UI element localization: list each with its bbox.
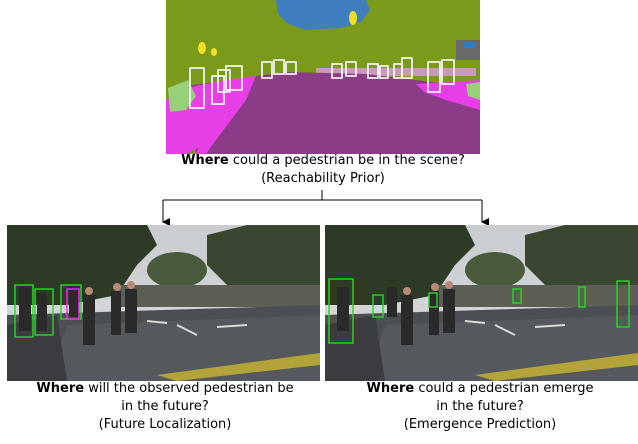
top-caption-text: could a pedestrian be in the scene? — [228, 153, 465, 168]
emergence-prediction-caption: Where could a pedestrian emerge in the f… — [322, 380, 638, 434]
segmentation-map — [166, 0, 480, 154]
right-caption-text: could a pedestrian emerge — [414, 381, 594, 396]
emergence-prediction-image — [325, 225, 638, 381]
right-caption-bold: Where — [366, 381, 415, 396]
left-caption-text: will the observed pedestrian be — [84, 381, 294, 396]
left-caption-sub: (Future Localization) — [98, 417, 232, 432]
right-caption-sub: (Emergence Prediction) — [403, 417, 557, 432]
branching-arrows — [162, 190, 489, 226]
left-caption-bold: Where — [36, 381, 85, 396]
future-localization-image — [7, 225, 320, 381]
left-caption-line2: in the future? — [121, 399, 209, 414]
right-caption-line2: in the future? — [436, 399, 524, 414]
top-caption-sub: (Reachability Prior) — [261, 171, 385, 186]
top-caption-bold: Where — [181, 153, 229, 168]
reachability-caption: Where could a pedestrian be in the scene… — [130, 152, 516, 188]
future-localization-caption: Where will the observed pedestrian be in… — [0, 380, 330, 434]
